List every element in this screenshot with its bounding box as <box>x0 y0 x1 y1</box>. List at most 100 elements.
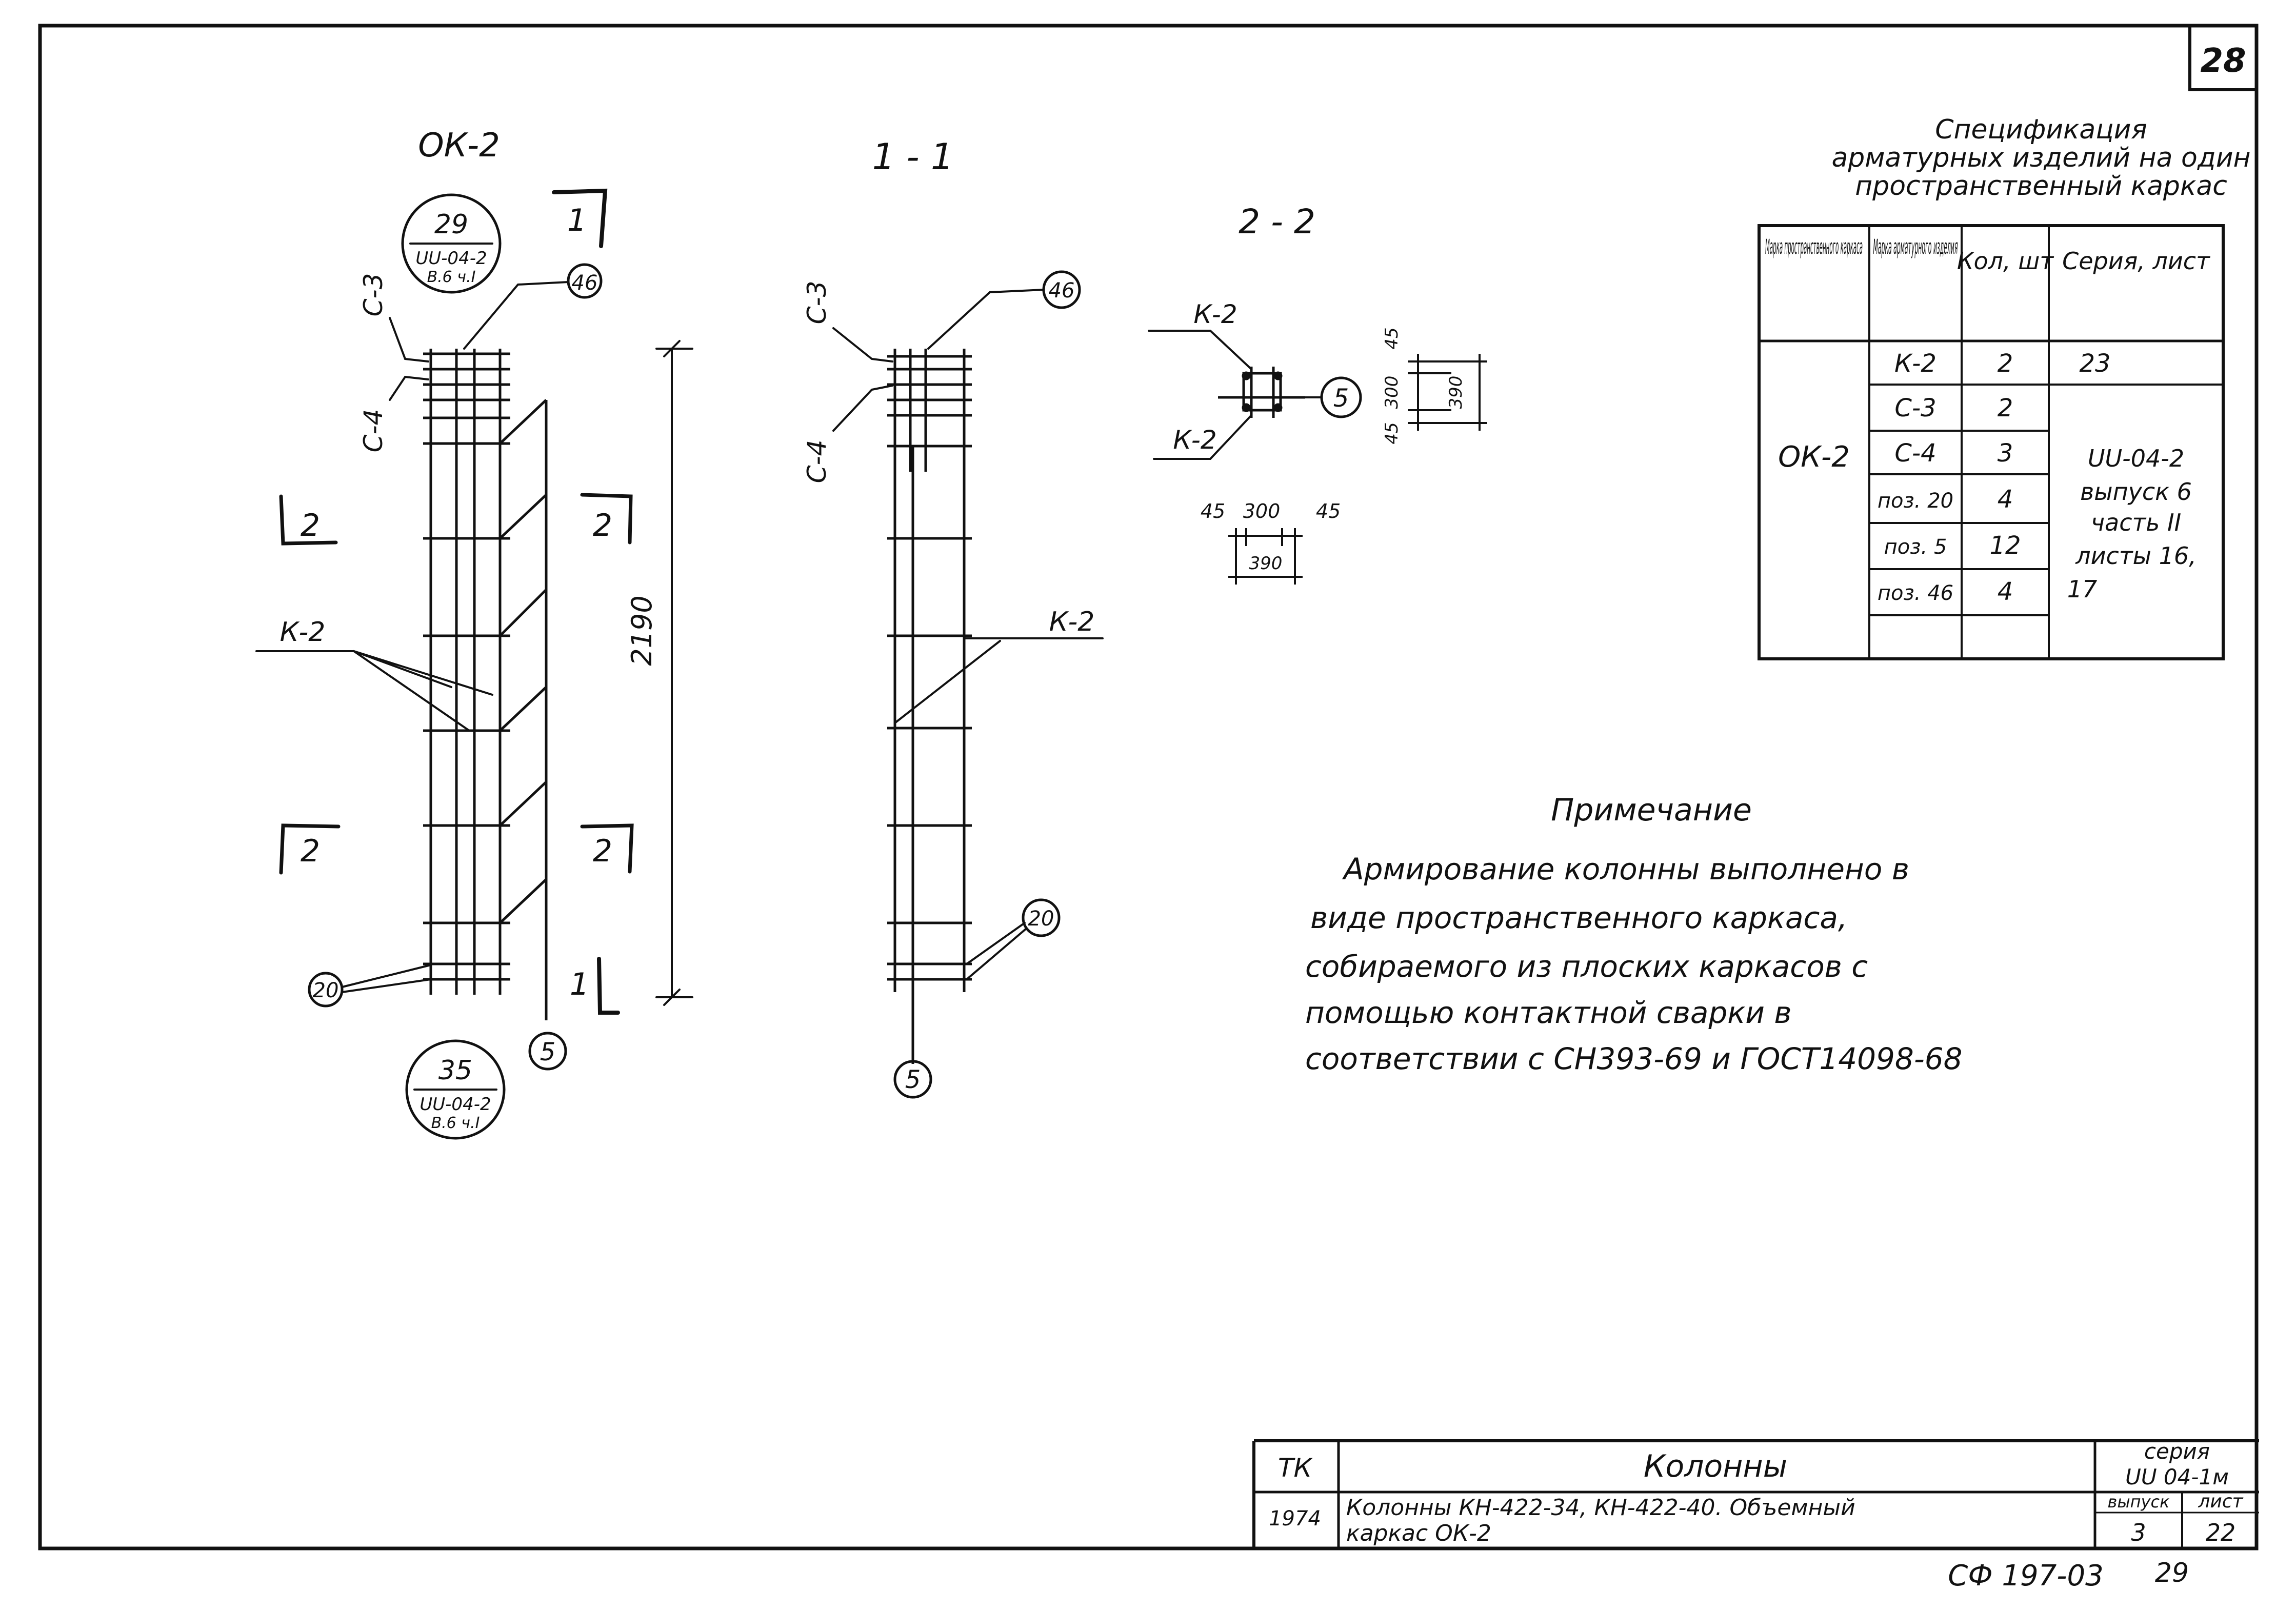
section-2-horizontal-dimension <box>1228 528 1303 585</box>
svg-text:300: 300 <box>1382 376 1402 409</box>
sheet-frame <box>38 24 2259 1550</box>
spec-title-line2: арматурных изделий на один <box>1831 143 2250 173</box>
elevation-title: ОК-2 <box>418 127 500 165</box>
top-reference-callout: 29 UU-04-2 В.6 ч.I <box>401 193 502 294</box>
titleblock-sheet-label: лист <box>2198 1491 2243 1512</box>
svg-text:2: 2 <box>301 833 320 869</box>
spec-row-qty: 3 <box>1998 439 2013 468</box>
note-line-4: помощью контактной сварки в <box>1305 995 1792 1030</box>
svg-text:45: 45 <box>1316 500 1341 522</box>
spec-row-qty: 2 <box>1998 349 2013 378</box>
svg-text:5: 5 <box>540 1038 556 1066</box>
titleblock-year: 1974 <box>1269 1507 1321 1531</box>
svg-text:1: 1 <box>567 203 587 238</box>
elevation-k2-label: К-2 <box>280 617 326 648</box>
svg-text:45: 45 <box>1382 422 1402 444</box>
spec-row-item: поз. 20 <box>1878 489 1953 513</box>
svg-text:5: 5 <box>1333 384 1349 413</box>
titleblock-issue-value: 3 <box>2131 1519 2146 1546</box>
svg-text:2190: 2190 <box>626 595 658 666</box>
spec-row-item: поз. 46 <box>1878 581 1953 605</box>
footer-page: 29 <box>2155 1558 2189 1588</box>
section-2-vertical-dimension <box>1408 354 1487 431</box>
spec-table <box>1758 224 2225 660</box>
section-1-k2-label: К-2 <box>1049 607 1095 637</box>
spec-series-note-1: UU-04-2 <box>2088 445 2184 472</box>
svg-text:В.6 ч.I: В.6 ч.I <box>427 268 476 286</box>
svg-text:45: 45 <box>1201 500 1225 522</box>
cut-marker-2-left-top: 2 <box>279 494 338 546</box>
titleblock-sheet-value: 22 <box>2206 1519 2236 1546</box>
note-line-1: Армирование колонны выполнено в <box>1342 852 1909 887</box>
spec-row-item: поз. 5 <box>1884 535 1947 559</box>
svg-text:45: 45 <box>1382 327 1402 349</box>
spec-row-series: 23 <box>2079 349 2110 378</box>
note-title: Примечание <box>1551 792 1752 828</box>
section-1-c3-label: С-3 <box>802 281 832 325</box>
spec-row-item: К-2 <box>1894 349 1936 378</box>
titleblock-org: ТК <box>1278 1453 1313 1483</box>
elevation-c3-label: С-3 <box>358 273 388 317</box>
spec-series-note-3: часть II <box>2091 509 2181 536</box>
section-1-pos5-bubble <box>893 1060 932 1099</box>
svg-text:29: 29 <box>434 209 468 240</box>
elevation-cage <box>423 349 548 1020</box>
title-block <box>1252 1439 2259 1548</box>
svg-text:1: 1 <box>570 966 589 1002</box>
sheet-number: 28 <box>2200 42 2246 80</box>
spec-series-note-5: 17 <box>2067 575 2098 603</box>
section-1-title: 1 - 1 <box>872 136 954 178</box>
svg-text:390: 390 <box>1249 553 1283 574</box>
section-2-cross-section <box>1218 367 1305 418</box>
svg-text:300: 300 <box>1243 500 1281 522</box>
spec-series-note-2: выпуск 6 <box>2080 478 2192 506</box>
svg-text:20: 20 <box>1028 907 1054 931</box>
section-2-k2-bottom-label: К-2 <box>1173 425 1216 455</box>
svg-text:2: 2 <box>593 833 612 869</box>
spec-row-qty: 2 <box>1998 394 2013 422</box>
svg-text:UU-04-2: UU-04-2 <box>415 248 487 269</box>
height-dimension: 2190 <box>626 340 693 1006</box>
section-2-k2-top-label: К-2 <box>1193 299 1237 329</box>
titleblock-series-value: UU 04-1м <box>2125 1464 2229 1489</box>
titleblock-title: Колонны <box>1644 1448 1787 1484</box>
note-line-3: собираемого из плоских каркасов с <box>1305 949 1868 984</box>
cut-marker-1-top: 1 <box>552 188 608 248</box>
svg-text:UU-04-2: UU-04-2 <box>420 1094 491 1115</box>
cut-marker-2-left-bottom: 2 <box>279 823 341 875</box>
svg-text:46: 46 <box>1049 279 1075 303</box>
svg-text:390: 390 <box>1446 376 1466 409</box>
note-line-2: виде пространственного каркаса, <box>1310 900 1847 935</box>
elevation-pos20-bubble <box>308 972 344 1008</box>
titleblock-desc-line1: Колонны КН-422-34, КН-422-40. Объемный <box>1346 1495 1855 1521</box>
cut-marker-2-right-bottom: 2 <box>580 823 634 874</box>
spec-row-item: С-4 <box>1894 439 1936 468</box>
note-line-5: соответствии с СН393-69 и ГОСТ14098-68 <box>1305 1041 1963 1076</box>
spec-row-qty: 12 <box>1989 531 2021 560</box>
bottom-reference-callout: 35 UU-04-2 В.6 ч.I <box>405 1039 506 1140</box>
spec-row-item: С-3 <box>1894 394 1936 422</box>
spec-frame-mark: ОК-2 <box>1778 440 1850 474</box>
section-1-cage <box>887 349 972 1064</box>
spec-header-series: Серия, лист <box>2062 247 2210 275</box>
elevation-c4-label: С-4 <box>358 409 388 453</box>
footer-doc-code: СФ 197-03 <box>1948 1559 2103 1593</box>
spec-header-frame-mark: Марка пространственного каркаса <box>1765 235 1863 259</box>
cut-marker-2-right-top: 2 <box>580 493 633 545</box>
elevation-pos46-bubble <box>567 263 603 299</box>
spec-row-qty: 4 <box>1998 577 2013 606</box>
spec-series-note-4: листы 16, <box>2075 542 2196 570</box>
sheet-number-box <box>2188 24 2258 91</box>
titleblock-issue-label: выпуск <box>2108 1492 2170 1512</box>
svg-text:35: 35 <box>438 1055 472 1086</box>
titleblock-desc-line2: каркас ОК-2 <box>1346 1520 1491 1546</box>
titleblock-series-label: серия <box>2144 1439 2210 1464</box>
cut-marker-1-bottom: 1 <box>570 957 620 1015</box>
spec-row-qty: 4 <box>1998 485 2013 514</box>
section-1-c4-label: С-4 <box>802 440 832 484</box>
spec-title-line3: пространственный каркас <box>1855 171 2227 202</box>
spec-title-line1: Спецификация <box>1935 114 2147 145</box>
spec-header-qty: Кол, шт <box>1957 247 2054 275</box>
svg-text:5: 5 <box>905 1065 921 1094</box>
